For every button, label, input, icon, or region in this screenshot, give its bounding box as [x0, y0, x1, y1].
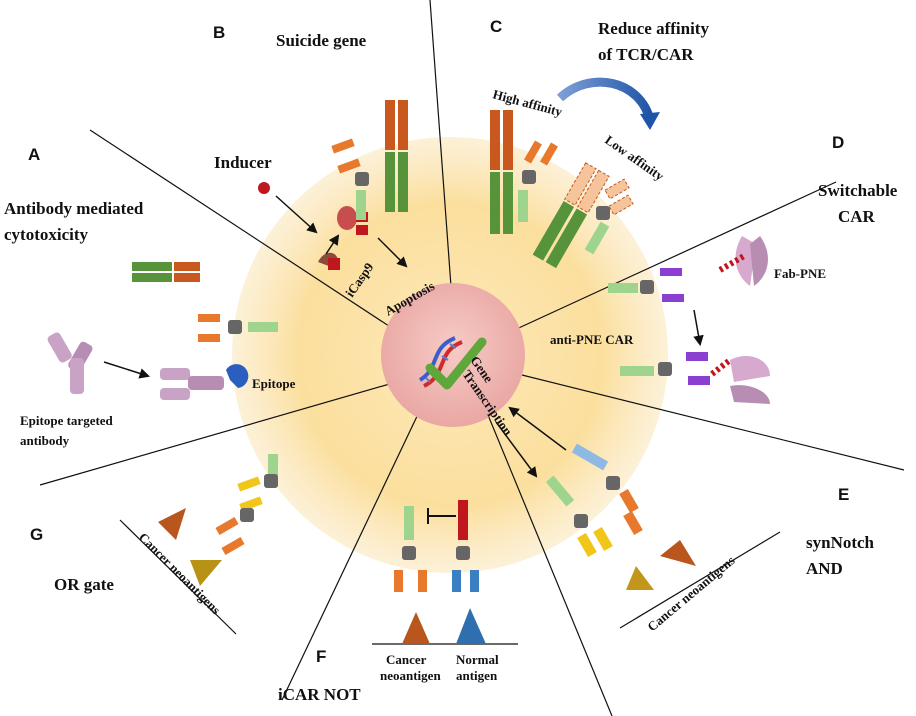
antibody-arrow: [103, 361, 151, 379]
panel-a-title-line1: Antibody mediated: [4, 199, 144, 218]
nucleus: [381, 283, 525, 427]
high-affinity-label: High affinity: [491, 86, 564, 119]
panel-a-letter: A: [28, 145, 40, 164]
inducer-molecule: [258, 182, 270, 194]
icasp9-arrow: [325, 234, 340, 255]
tcr-receptor-a: [132, 262, 200, 282]
panel-e-title-line1: synNotch: [806, 533, 875, 552]
low-affinity-label: Low affinity: [602, 132, 667, 184]
panel-dividers: [39, 0, 905, 716]
neoantigen-g: [119, 508, 237, 635]
switch-car-top: [608, 268, 684, 302]
antibody-label-line2: antibody: [20, 433, 70, 448]
panel-c-title-line2: of TCR/CAR: [598, 45, 694, 64]
tcr-receptor-c-low: [532, 162, 610, 269]
car-receptor-c-high: [518, 140, 558, 222]
cancer-label-line2: neoantigen: [380, 668, 441, 683]
neoantigen-e-label: Cancer neoantigens: [644, 553, 737, 635]
panel-c-title-line1: Reduce affinity: [598, 19, 709, 38]
cancer-label-line1: Cancer: [386, 652, 427, 667]
panel-f-letter: F: [316, 647, 326, 666]
normal-antigen-f: [456, 608, 486, 644]
curved-arrow-icon: [556, 77, 655, 122]
icar-inhibitory: [452, 500, 479, 592]
panel-g-letter: G: [30, 525, 43, 544]
checkmark-icon: [425, 337, 487, 390]
panel-f-title: iCAR NOT: [278, 685, 361, 704]
panel-g-title: OR gate: [54, 575, 114, 594]
car-receptor-a: [198, 314, 278, 342]
panel-d-letter: D: [832, 133, 844, 152]
normal-label-line2: antigen: [456, 668, 498, 683]
panel-c-letter: C: [490, 17, 502, 36]
tcr-receptor-b: [385, 100, 408, 212]
normal-label-line1: Normal: [456, 652, 499, 667]
antibody-free: [47, 332, 93, 394]
epitope-icon: [226, 364, 249, 388]
cancer-neoantigen-f: [402, 612, 430, 644]
car-receptor-c-low: [584, 178, 634, 255]
panel-d-title-line1: Switchable: [818, 181, 898, 200]
panel-e-letter: E: [838, 485, 849, 504]
fab-pne-icon: [718, 236, 768, 286]
neoantigen-e: [619, 531, 781, 629]
or-gate-car: [215, 454, 278, 555]
antibody-label-line1: Epitope targeted: [20, 413, 114, 428]
switch-arrow: [693, 309, 704, 347]
car-receptor-b: [331, 138, 369, 220]
apoptosis-arrow: [377, 237, 408, 268]
inhibition-arrow-icon: [427, 508, 456, 524]
inducer-label: Inducer: [214, 153, 272, 172]
fab-pne-label: Fab-PNE: [774, 266, 826, 281]
panel-b-title: Suicide gene: [276, 31, 367, 50]
inducer-arrow: [275, 195, 318, 234]
panel-a-title-line2: cytotoxicity: [4, 225, 89, 244]
antibody-bound: [160, 368, 224, 400]
synnotch-arrow-in: [508, 406, 567, 451]
tcr-receptor-c-high: [490, 110, 513, 234]
anti-pne-car-label: anti-PNE CAR: [550, 332, 634, 347]
switch-car-bound: [620, 352, 770, 404]
and-car-receptor: [545, 475, 613, 558]
panel-d-title-line2: CAR: [838, 207, 876, 226]
panel-b-letter: B: [213, 23, 225, 42]
synnotch-receptor: [571, 443, 643, 536]
icar-activating: [394, 506, 427, 592]
epitope-label: Epitope: [252, 376, 296, 391]
synnotch-arrow-out: [495, 421, 538, 478]
panel-e-title-line2: AND: [806, 559, 843, 578]
